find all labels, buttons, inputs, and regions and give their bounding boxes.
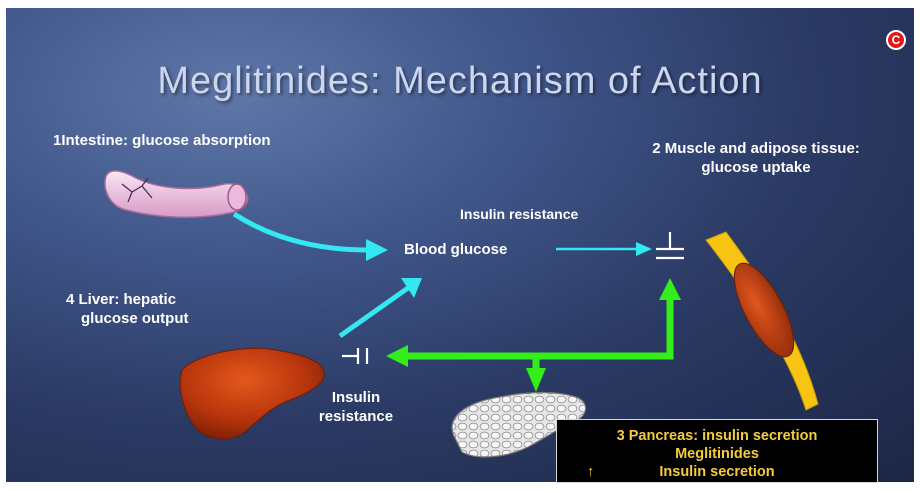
liver-label-line2: glucose output xyxy=(81,309,189,328)
muscle-adipose-icon xyxy=(706,232,818,410)
intestine-label: 1Intestine: glucose absorption xyxy=(53,131,271,150)
arrow-head-pancreas-to-liver xyxy=(386,345,408,367)
liver-icon xyxy=(180,348,324,439)
muscle-label-line1: 2 Muscle and adipose tissue: xyxy=(610,139,902,158)
insulin-resistance-liver-line1: Insulin xyxy=(306,388,406,407)
pancreas-box-line2: Meglitinides xyxy=(557,446,877,462)
liver-label-line1: 4 Liver: hepatic xyxy=(66,290,176,309)
arrow-head-intestine-to-glucose xyxy=(366,239,388,261)
muscle-resistance-blocker xyxy=(656,232,684,258)
intestine-icon xyxy=(105,171,248,217)
green-arrows xyxy=(386,278,681,392)
slide: Meglitinides: Mechanism of Action C xyxy=(6,8,914,482)
blood-glucose-label: Blood glucose xyxy=(404,240,507,259)
arrow-head-glucose-to-muscle xyxy=(636,242,652,256)
pancreas-info-box: 3 Pancreas: insulin secretion Meglitinid… xyxy=(556,419,878,483)
cyan-arrows xyxy=(234,214,652,336)
pancreas-box-line1: 3 Pancreas: insulin secretion xyxy=(557,428,877,444)
insulin-resistance-muscle-label: Insulin resistance xyxy=(460,205,578,224)
liver-resistance-blocker xyxy=(342,348,367,364)
arrow-head-pancreas-to-muscle xyxy=(659,278,681,300)
pancreas-box-line3: Insulin secretion xyxy=(557,464,877,480)
muscle-label-line2: glucose uptake xyxy=(610,158,902,177)
insulin-resistance-liver-line2: resistance xyxy=(306,407,406,426)
